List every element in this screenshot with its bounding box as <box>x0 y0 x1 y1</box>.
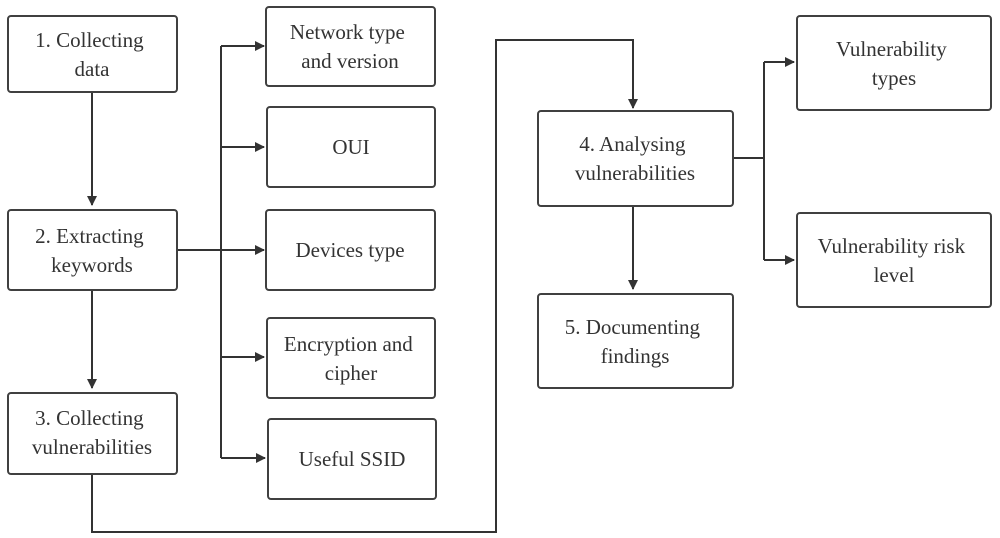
output-vulnerability-types-line-1: Vulnerability <box>836 37 947 61</box>
keyword-encryption-line-2: cipher <box>325 361 377 385</box>
keyword-useful-ssid: Useful SSID <box>267 418 437 500</box>
step-collecting-data-label: 1. Collecting data <box>35 28 149 81</box>
keyword-devices-type-line-1: Devices type <box>295 238 404 262</box>
output-vulnerability-types: Vulnerability types <box>796 15 992 111</box>
step-extracting-keywords-line-1: 2. Extracting <box>35 224 144 248</box>
step-collecting-vulnerabilities-line-2: vulnerabilities <box>32 435 152 459</box>
step-documenting-findings-line-2: findings <box>601 344 670 368</box>
step-collecting-vulnerabilities-line-1: 3. Collecting <box>35 406 144 430</box>
keyword-network-type: Network type and version <box>265 6 436 87</box>
keyword-network-type-line-1: Network type <box>290 20 405 44</box>
arrow-step3-to-step4 <box>91 39 638 533</box>
step-extracting-keywords-label: 2. Extracting keywords <box>35 224 149 277</box>
connectors <box>87 39 795 533</box>
step-documenting-findings-line-1: 5. Documenting <box>565 315 701 339</box>
output-risk-level-label: Vulnerability risk level <box>818 234 971 287</box>
step-collecting-vulnerabilities-label: 3. Collecting vulnerabilities <box>32 406 152 459</box>
keyword-oui-label: OUI <box>332 135 369 159</box>
keyword-useful-ssid-line-1: Useful SSID <box>299 447 406 471</box>
step-extracting-keywords: 2. Extracting keywords <box>7 209 178 291</box>
step-documenting-findings: 5. Documenting findings <box>537 293 734 389</box>
step-collecting-data-box <box>7 15 178 93</box>
output-vulnerability-types-box <box>796 15 992 111</box>
keyword-devices-type: Devices type <box>265 209 436 291</box>
output-risk-level-box <box>796 212 992 308</box>
keyword-encryption: Encryption and cipher <box>266 317 436 399</box>
output-vulnerability-types-line-2: types <box>872 66 916 90</box>
step-analysing-vulnerabilities: 4. Analysing vulnerabilities <box>537 110 734 207</box>
keyword-useful-ssid-box <box>267 418 437 500</box>
step-extracting-keywords-line-2: keywords <box>51 253 133 277</box>
step-collecting-data-line-1: 1. Collecting <box>35 28 144 52</box>
output-risk-level-line-1: Vulnerability risk <box>818 234 966 258</box>
step-analysing-vulnerabilities-line-2: vulnerabilities <box>575 161 695 185</box>
keyword-network-type-line-2: and version <box>301 49 399 73</box>
keyword-encryption-label: Encryption and cipher <box>284 332 418 385</box>
step-documenting-findings-label: 5. Documenting findings <box>565 315 706 368</box>
keyword-encryption-box <box>266 317 436 399</box>
output-risk-level-line-2: level <box>874 263 915 287</box>
step-collecting-data: 1. Collecting data <box>7 15 178 93</box>
keyword-network-type-box <box>265 6 436 87</box>
keyword-oui-line-1: OUI <box>332 135 369 159</box>
keyword-devices-type-box <box>265 209 436 291</box>
output-risk-level: Vulnerability risk level <box>796 212 992 308</box>
keyword-useful-ssid-label: Useful SSID <box>299 447 406 471</box>
step-collecting-data-line-2: data <box>75 57 111 81</box>
keyword-devices-type-label: Devices type <box>295 238 404 262</box>
step-analysing-vulnerabilities-label: 4. Analysing vulnerabilities <box>575 132 695 185</box>
keyword-encryption-line-1: Encryption and <box>284 332 413 356</box>
step-analysing-vulnerabilities-box <box>537 110 734 207</box>
output-vulnerability-types-label: Vulnerability types <box>836 37 952 90</box>
step-collecting-vulnerabilities-box <box>7 392 178 475</box>
keyword-network-type-label: Network type and version <box>290 20 410 73</box>
keyword-oui: OUI <box>266 106 436 188</box>
step-analysing-vulnerabilities-line-1: 4. Analysing <box>579 132 686 156</box>
keyword-oui-box <box>266 106 436 188</box>
step-extracting-keywords-box <box>7 209 178 291</box>
step-collecting-vulnerabilities: 3. Collecting vulnerabilities <box>7 392 178 475</box>
step-documenting-findings-box <box>537 293 734 389</box>
